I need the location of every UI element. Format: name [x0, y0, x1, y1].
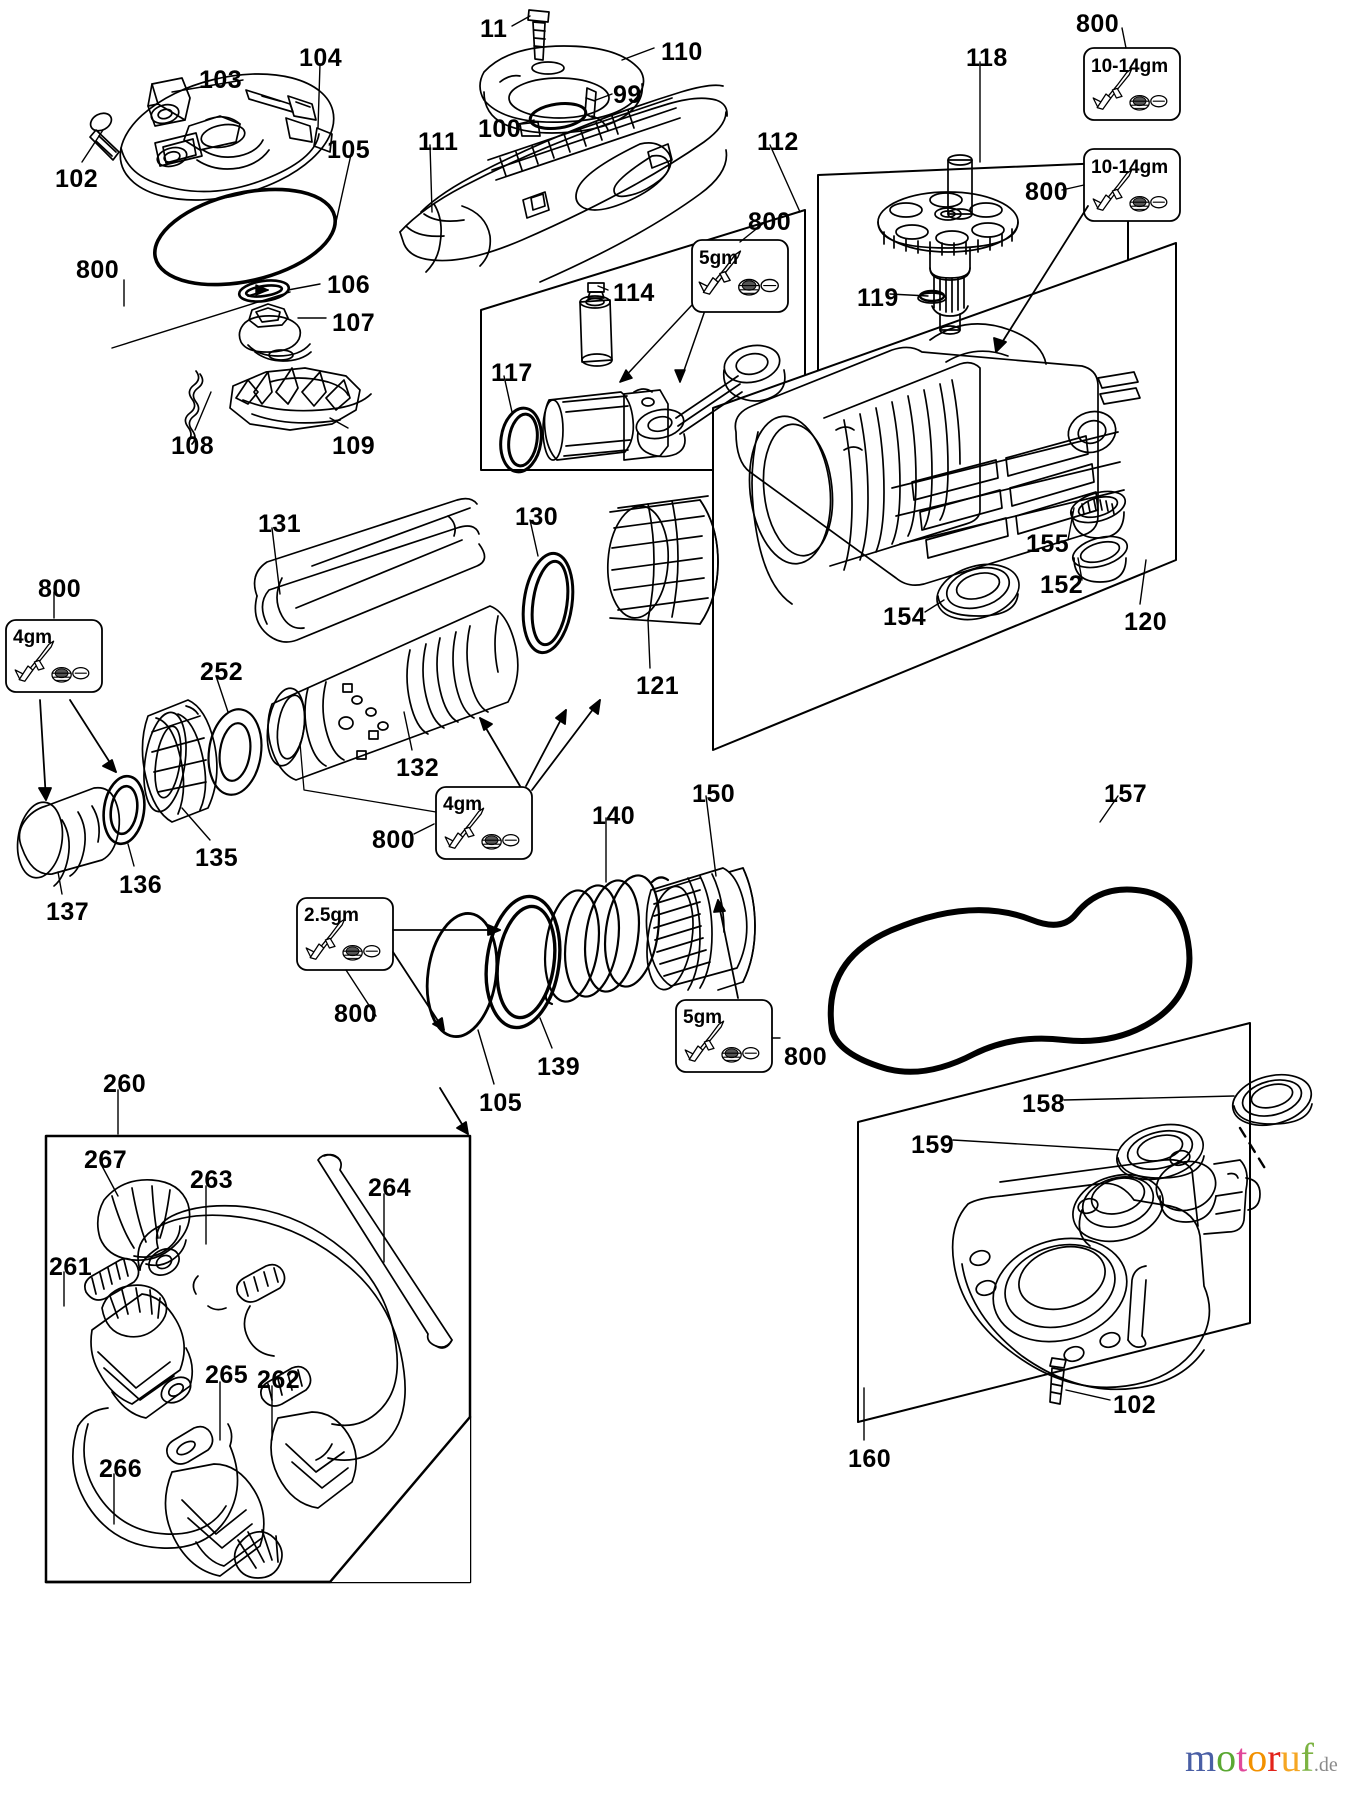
- callout-267: 267: [84, 1146, 128, 1174]
- callout-112: 112: [757, 128, 799, 156]
- callout-135: 135: [195, 844, 239, 872]
- logo-letter-r: r: [1267, 1735, 1281, 1780]
- callout-800-grease-top-right: 800: [1076, 10, 1120, 38]
- callout-140: 140: [592, 802, 636, 830]
- callout-108: 108: [171, 432, 215, 460]
- logo-suffix-de: .de: [1313, 1754, 1338, 1776]
- callout-121: 121: [636, 672, 680, 700]
- callout-106: 106: [327, 271, 371, 299]
- callout-109: 109: [332, 432, 376, 460]
- callout-136: 136: [119, 871, 163, 899]
- callout-262: 262: [257, 1366, 301, 1394]
- logo-letter-m: m: [1185, 1735, 1217, 1780]
- grease-label-10-14gm-b: 10-14gm: [1091, 157, 1169, 178]
- callout-800-grease-5gm-150: 800: [784, 1043, 828, 1071]
- callout-130: 130: [515, 503, 559, 531]
- callout-159: 159: [911, 1131, 955, 1159]
- callout-800-grease-top-left: 800: [76, 256, 120, 284]
- callout-800-grease-112-box: 800: [748, 208, 792, 236]
- callout-800-grease-2_5gm: 800: [334, 1000, 378, 1028]
- callout-266: 266: [99, 1455, 143, 1483]
- motoruf-watermark-logo: motoruf.de: [1185, 1738, 1338, 1778]
- callout-261: 261: [49, 1253, 93, 1281]
- callout-252: 252: [200, 658, 244, 686]
- callout-152: 152: [1040, 571, 1084, 599]
- callout-800-grease-right: 800: [1025, 178, 1069, 206]
- callout-100: 100: [478, 115, 522, 143]
- callout-107: 107: [332, 309, 376, 337]
- grease-label-5gm-112: 5gm: [699, 248, 739, 269]
- callout-102-screw-top-left: 102: [55, 165, 99, 193]
- callout-154: 154: [883, 603, 927, 631]
- callout-260: 260: [103, 1070, 147, 1098]
- callout-131: 131: [258, 510, 302, 538]
- callout-105-oring-mid: 105: [479, 1089, 523, 1117]
- callout-265: 265: [205, 1361, 249, 1389]
- callout-160: 160: [848, 1445, 892, 1473]
- logo-letter-o1: o: [1216, 1735, 1237, 1780]
- callout-110: 110: [661, 38, 703, 66]
- callout-120: 120: [1124, 608, 1168, 636]
- callout-102-screw-bottom-right: 102: [1113, 1391, 1157, 1419]
- callout-111: 111: [418, 128, 459, 156]
- logo-letter-f: f: [1300, 1735, 1314, 1780]
- grease-label-4gm-left: 4gm: [13, 627, 53, 648]
- logo-letter-t: t: [1236, 1735, 1248, 1780]
- callout-137: 137: [46, 898, 90, 926]
- callout-155: 155: [1026, 530, 1070, 558]
- logo-letter-o2: o: [1247, 1735, 1268, 1780]
- callout-99: 99: [613, 81, 642, 109]
- callout-104: 104: [299, 44, 343, 72]
- grease-label-10-14gm-a: 10-14gm: [1091, 56, 1169, 77]
- callout-132: 132: [396, 754, 440, 782]
- callout-150: 150: [692, 780, 736, 808]
- callout-800-grease-4gm-left: 800: [38, 575, 82, 603]
- callout-119: 119: [857, 284, 899, 312]
- callout-800-grease-4gm-mid: 800: [372, 826, 416, 854]
- grease-label-2_5gm: 2.5gm: [304, 905, 359, 926]
- callout-139: 139: [537, 1053, 581, 1081]
- callout-157: 157: [1104, 780, 1148, 808]
- callout-118: 118: [966, 44, 1008, 72]
- grease-label-4gm-mid: 4gm: [443, 794, 483, 815]
- callout-103: 103: [199, 66, 243, 94]
- grease-label-5gm-150: 5gm: [683, 1007, 723, 1028]
- callout-263: 263: [190, 1166, 234, 1194]
- callout-158: 158: [1022, 1090, 1066, 1118]
- callout-114: 114: [613, 279, 655, 307]
- callout-117: 117: [491, 359, 533, 387]
- callout-264: 264: [368, 1174, 412, 1202]
- callout-11: 11: [480, 15, 508, 43]
- callout-105-oring-top: 105: [327, 136, 371, 164]
- logo-letter-u: u: [1280, 1735, 1301, 1780]
